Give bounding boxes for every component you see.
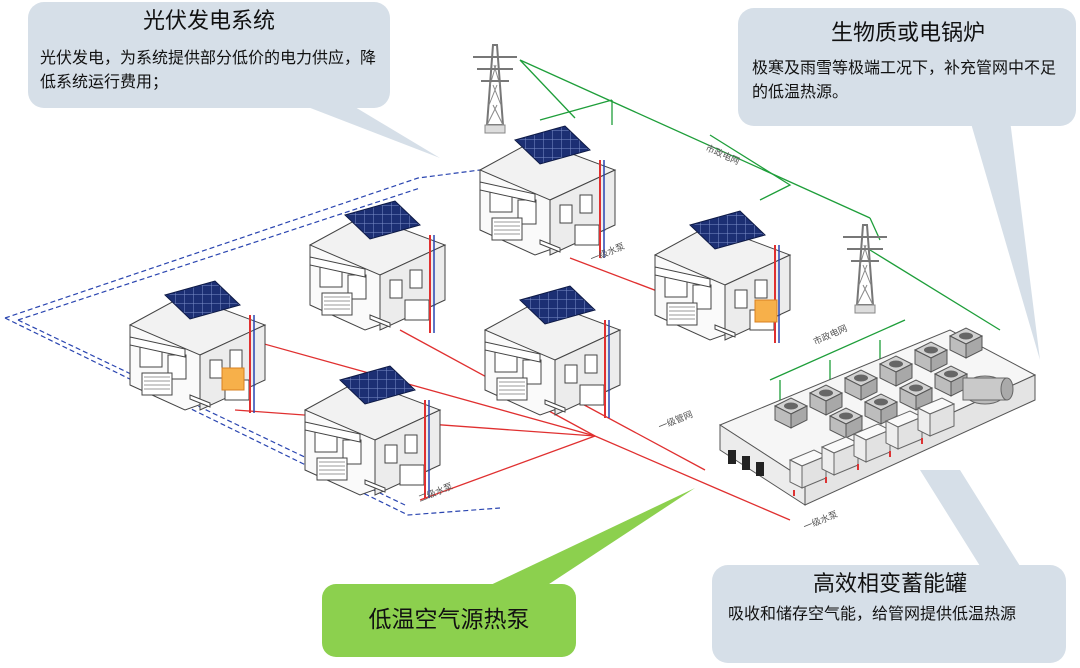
tank-text: 吸收和储存空气能，给管网提供低温热源 <box>728 604 1017 623</box>
house-icon <box>654 210 791 344</box>
house-icon <box>309 200 446 334</box>
pv-callout-pointer <box>300 104 440 158</box>
boiler-callout-pointer <box>970 120 1040 360</box>
return-pipe-network <box>4 169 501 516</box>
power-tower-icon <box>472 44 518 134</box>
pv-text: 光伏发电，为系统提供部分低价的电力供应，降低系统运行费用； <box>40 48 377 91</box>
pipe-label: 一级管网 <box>657 408 695 433</box>
power-tower-icon <box>842 224 888 314</box>
heater-icon <box>221 367 245 391</box>
grid-label: 市政电网 <box>811 322 849 348</box>
boiler-text: 极寒及雨雪等极端工况下，补充管网中不足的低温热源。 <box>752 58 1057 101</box>
heater-icon <box>754 299 778 323</box>
house-icon <box>129 280 266 414</box>
pump-label: 一级水泵 <box>802 508 840 533</box>
tank-callout: 高效相变蓄能罐 吸收和储存空气能，给管网提供低温热源 <box>712 565 1066 663</box>
boiler-callout: 生物质或电锅炉 极寒及雨雪等极端工况下，补充管网中不足的低温热源。 <box>738 8 1076 126</box>
house-icon <box>304 365 441 499</box>
energy-station <box>718 327 1037 506</box>
tank-callout-pointer <box>920 470 1020 566</box>
tank-title: 高效相变蓄能罐 <box>812 572 967 597</box>
pv-callout: 光伏发电系统 光伏发电，为系统提供部分低价的电力供应，降低系统运行费用； <box>28 2 390 108</box>
house-icon <box>479 125 616 259</box>
house-icon <box>484 285 621 419</box>
heat-pump-callout-pointer <box>480 488 695 590</box>
pv-title: 光伏发电系统 <box>142 9 275 34</box>
boiler-title: 生物质或电锅炉 <box>830 21 985 46</box>
heat-pump-callout: 低温空气源热泵 <box>322 584 576 657</box>
grid-label: 市政电网 <box>704 142 742 168</box>
